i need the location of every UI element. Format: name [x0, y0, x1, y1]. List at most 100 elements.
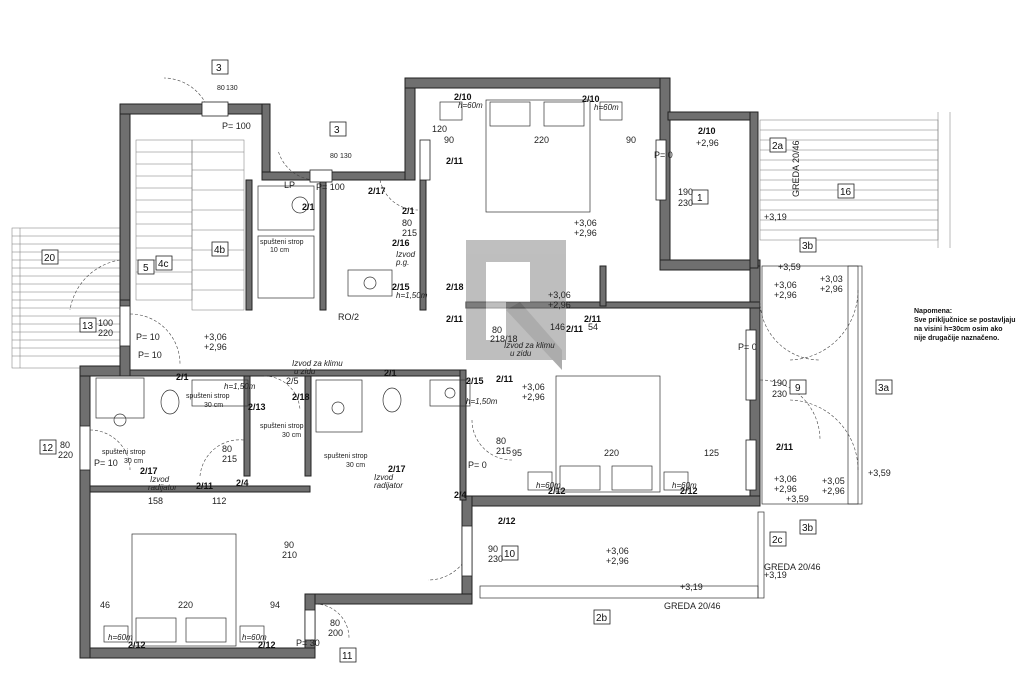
- label: 95: [512, 448, 522, 458]
- label: spušteni strop: [260, 239, 304, 246]
- label: +3,59: [868, 468, 891, 478]
- label: P= 0: [468, 460, 487, 470]
- label: +3,06: [204, 332, 227, 342]
- label: 2/5: [286, 376, 299, 386]
- label: P= 100: [316, 182, 345, 192]
- label: 220: [534, 135, 549, 145]
- label: 2/15: [392, 282, 410, 292]
- label: 80: [496, 436, 506, 446]
- annotations: P= 100 P= 100 80 130 80 130 120 90 220 9…: [58, 85, 891, 650]
- label: 230: [772, 389, 787, 399]
- label: 2/12: [258, 640, 276, 650]
- door-swings: [69, 77, 859, 639]
- label: 2/10: [454, 92, 472, 102]
- label: 30 cm: [124, 458, 143, 465]
- label: 2/12: [548, 486, 566, 496]
- label: 230: [678, 198, 693, 208]
- window-frames: [79, 101, 757, 641]
- label: h=60m: [672, 481, 697, 490]
- label: 220: [58, 450, 73, 460]
- terrace-right-lower: [479, 265, 863, 599]
- room-tag: 3b: [802, 241, 814, 252]
- label: +3,06: [774, 474, 797, 484]
- label: 125: [704, 448, 719, 458]
- label: P= 30: [296, 638, 320, 648]
- room-tag-boxes: [39, 59, 893, 663]
- bed-middle: [527, 375, 689, 493]
- label: 2/13: [248, 402, 266, 412]
- label: h=1,50m: [224, 382, 256, 391]
- label: 2/11: [446, 314, 463, 324]
- label: P= 0: [654, 150, 673, 160]
- label: 80: [330, 618, 340, 628]
- room-tag: 13: [82, 321, 94, 332]
- label: 220: [98, 328, 113, 338]
- label: 80: [222, 444, 232, 454]
- label: 2/17: [140, 466, 158, 476]
- room-tag: 4b: [214, 245, 226, 256]
- note-line: na visini h=30cm osim ako: [914, 326, 1003, 333]
- room-tag: 4c: [158, 259, 169, 270]
- label: 90: [488, 544, 498, 554]
- label: 30 cm: [204, 402, 223, 409]
- label: RO/2: [338, 312, 359, 322]
- bathroom-fixtures: [95, 185, 471, 433]
- label: spušteni strop: [260, 423, 304, 430]
- label: 220: [604, 448, 619, 458]
- label: 2/11: [446, 156, 463, 166]
- label: 2/17: [368, 186, 386, 196]
- label: Izvod: [374, 473, 394, 482]
- label: u zidu: [510, 349, 532, 358]
- label: 112: [212, 496, 226, 506]
- label: 2/1: [302, 202, 315, 212]
- label: h=60m: [242, 633, 267, 642]
- room-tag: 2a: [772, 141, 784, 152]
- label: P= 10: [138, 350, 162, 360]
- label: +2,96: [574, 228, 597, 238]
- label: 2/12: [498, 516, 516, 526]
- label: +3,03: [820, 274, 843, 284]
- bed-bottom: [103, 533, 265, 647]
- label: Izvod: [150, 475, 170, 484]
- label: 2/15: [466, 376, 484, 386]
- label: +2,96: [774, 484, 797, 494]
- label: 2/16: [392, 238, 410, 248]
- label: 54: [588, 322, 598, 332]
- interior-walls: [89, 179, 761, 501]
- label: 215: [222, 454, 237, 464]
- label: +3,59: [786, 494, 809, 504]
- label: +3,06: [574, 218, 597, 228]
- note-heading: Napomena:: [914, 308, 953, 315]
- room-tag: 3: [216, 63, 222, 74]
- label: 90: [284, 540, 294, 550]
- watermark-logo: [466, 240, 566, 370]
- label: 215: [402, 228, 417, 238]
- label: 146: [550, 322, 565, 332]
- room-tag: 3b: [802, 523, 814, 534]
- label: 2/18: [446, 282, 464, 292]
- label: 100: [98, 318, 113, 328]
- label: 10 cm: [270, 247, 289, 254]
- label: Izvod: [396, 250, 416, 259]
- label: spušteni strop: [102, 449, 146, 456]
- label: +3,19: [764, 212, 787, 222]
- label: 80: [60, 440, 70, 450]
- room-tag: 2b: [596, 613, 608, 624]
- label: P= 10: [136, 332, 160, 342]
- label: 80: [492, 325, 502, 335]
- label: +3,06: [606, 546, 629, 556]
- room-tag: 2c: [772, 535, 783, 546]
- label: 80: [217, 85, 225, 92]
- label: 80: [402, 218, 412, 228]
- label: +3,06: [522, 382, 545, 392]
- label: GREDA 20/46: [764, 562, 821, 572]
- note-line: nije drugačije naznačeno.: [914, 335, 1000, 342]
- label: 2/4: [454, 490, 467, 500]
- label: 120: [432, 124, 447, 134]
- terrace-hatch-right: [759, 112, 951, 248]
- legend-note: Napomena: Sve priključnice se postavljaj…: [914, 307, 1022, 343]
- label: P= 10: [94, 458, 118, 468]
- label: 2/1: [176, 372, 189, 382]
- label: 218/18: [490, 334, 518, 344]
- label: GREDA 20/46: [664, 601, 721, 611]
